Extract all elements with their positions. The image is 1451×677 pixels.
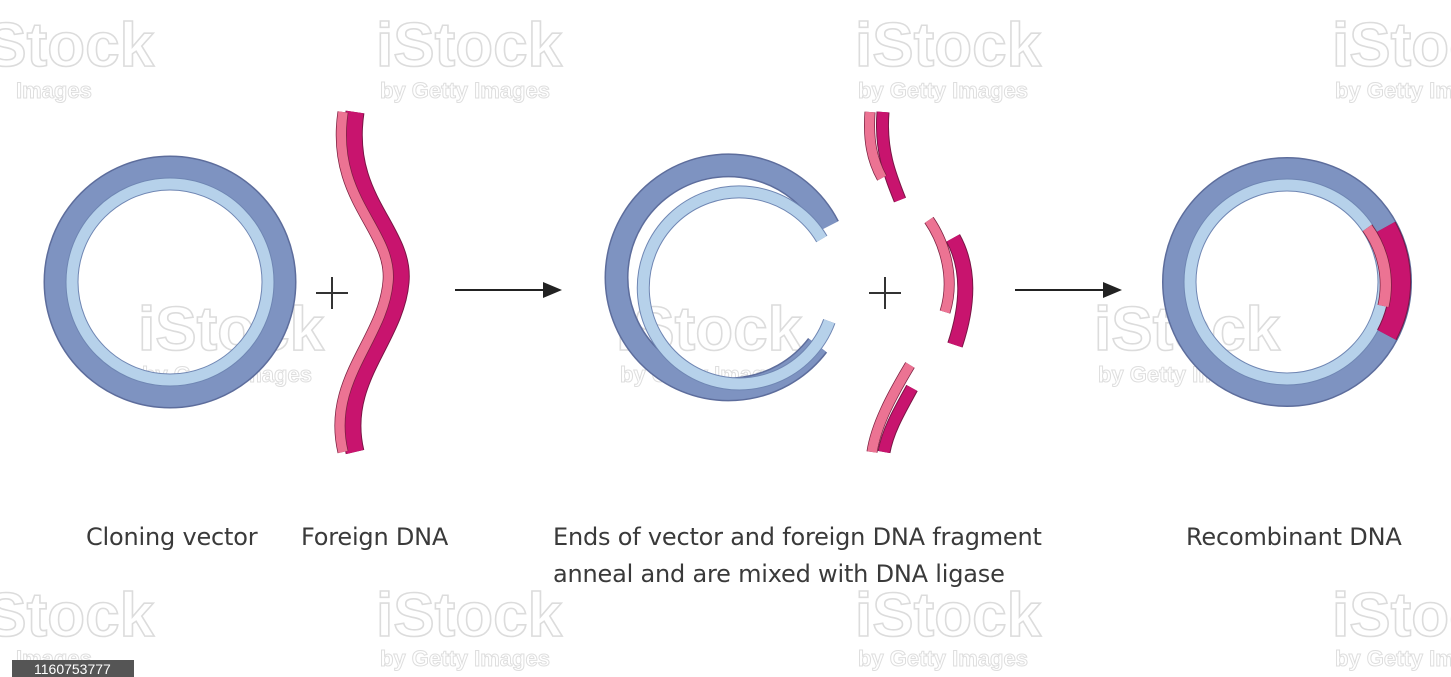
watermark-byline: Images [16,78,92,103]
watermark-logo: iStock [0,581,155,650]
watermark-byline: by Getty Images [858,78,1028,103]
image-id-text: 1160753777 [34,661,111,677]
caption-ends-line-2: anneal and are mixed with DNA ligase [553,560,1005,588]
foreign-dna-fragments [870,112,966,452]
watermark-logo: iStock [0,11,155,80]
recombinant-outer-strand [1174,169,1400,395]
recombinant-inner-strand [1190,185,1384,379]
watermark-logo: iStock [855,581,1042,650]
caption-ends-line-1: Ends of vector and foreign DNA fragment [553,523,1042,551]
watermark-byline: by Getty Images [380,78,550,103]
plus-sign-2 [869,277,901,309]
caption-foreign-dna: Foreign DNA [301,523,449,551]
caption-recombinant-dna: Recombinant DNA [1186,523,1402,551]
middle-fragment-dark-strand [953,238,965,345]
watermark-logo: iStock [1332,581,1451,650]
watermark-byline: by Getty Images [1335,646,1451,671]
watermark-logo: iStock [376,581,563,650]
watermark-logo: iStock [1332,11,1451,80]
middle-fragment-light-strand [929,220,949,312]
watermark-logo: iStock [376,11,563,80]
watermark-logo: iStock [855,11,1042,80]
image-id-badge: 1160753777 [12,660,134,677]
watermark-byline: by Getty Images [858,646,1028,671]
arrow-2 [1015,282,1122,298]
caption-cloning-vector: Cloning vector [86,523,258,551]
recombinant-dna-plasmid [1174,169,1400,395]
watermark-byline: by Getty Images [1335,78,1451,103]
watermark-byline: by Getty Images [380,646,550,671]
arrow-1 [455,282,562,298]
foreign-dna-strand [340,112,400,452]
